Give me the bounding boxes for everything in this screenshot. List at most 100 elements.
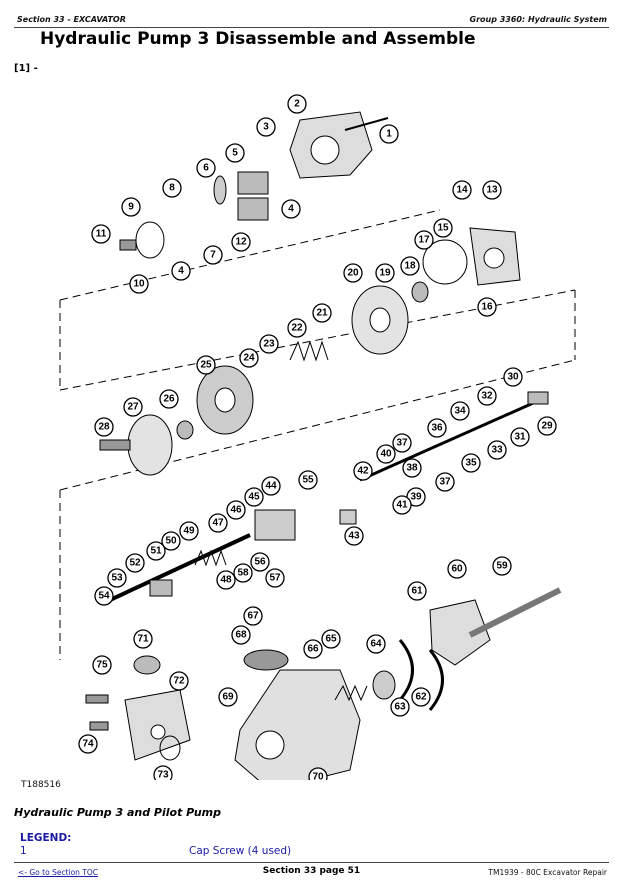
callout-label: 37	[396, 438, 408, 449]
callout-11: 11	[91, 224, 111, 244]
callout-17: 17	[414, 230, 434, 250]
callout-label: 69	[222, 692, 234, 703]
section-toc-link[interactable]: <- Go to Section TOC	[18, 868, 99, 877]
callout-circle	[450, 401, 470, 421]
callout-70: 70	[308, 767, 328, 780]
callout-label: 6	[203, 163, 209, 174]
legend-item-description: Cap Screw (4 used)	[189, 845, 292, 857]
callout-52: 52	[125, 553, 145, 573]
callout-label: 17	[418, 235, 430, 246]
callout-circle	[477, 386, 497, 406]
callout-label: 44	[265, 481, 277, 492]
callout-circle	[287, 318, 307, 338]
callout-circle	[392, 433, 412, 453]
callout-37: 37	[392, 433, 412, 453]
callout-label: 50	[165, 536, 177, 547]
callout-circle	[153, 765, 173, 780]
callout-label: 11	[96, 229, 107, 240]
callout-circle	[129, 274, 149, 294]
callout-27: 27	[123, 397, 143, 417]
callout-circle	[123, 397, 143, 417]
callout-18: 18	[400, 256, 420, 276]
callout-label: 42	[357, 466, 369, 477]
callout-40: 40	[376, 444, 396, 464]
callout-circle	[447, 559, 467, 579]
callout-label: 26	[163, 394, 175, 405]
callout-68: 68	[231, 625, 251, 645]
callout-label: 61	[411, 586, 423, 597]
callout-48: 48	[216, 570, 236, 590]
callout-label: 34	[454, 406, 466, 417]
callout-label: 35	[465, 458, 477, 469]
callout-57: 57	[265, 568, 285, 588]
callout-circle	[216, 570, 236, 590]
callout-label: 8	[169, 183, 175, 194]
callout-label: 1	[386, 129, 392, 140]
callout-label: 60	[451, 564, 463, 575]
callout-circle	[411, 687, 431, 707]
callout-26: 26	[159, 389, 179, 409]
callout-circle	[179, 521, 199, 541]
callout-4: 4	[281, 199, 301, 219]
callout-56: 56	[250, 552, 270, 572]
callout-circle	[133, 629, 153, 649]
callout-label: 5	[232, 148, 238, 159]
callout-label: 56	[254, 557, 266, 568]
callout-circle	[233, 563, 253, 583]
callout-65: 65	[321, 629, 341, 649]
callout-circle	[171, 261, 191, 281]
callout-label: 15	[437, 223, 449, 234]
callout-73: 73	[153, 765, 173, 780]
callout-75: 75	[92, 655, 112, 675]
callout-circle	[91, 224, 111, 244]
callout-circle	[392, 495, 412, 515]
callout-circle	[390, 697, 410, 717]
callout-label: 31	[514, 432, 526, 443]
callout-circle	[503, 367, 523, 387]
callout-circle	[121, 197, 141, 217]
callout-2: 2	[287, 94, 307, 114]
figure-reference: [1] -	[14, 63, 38, 74]
callout-circle	[265, 568, 285, 588]
callout-22: 22	[287, 318, 307, 338]
callout-label: 43	[348, 531, 360, 542]
callout-label: 63	[394, 702, 406, 713]
callout-label: 71	[137, 634, 149, 645]
callout-label: 55	[302, 475, 314, 486]
callout-circle	[107, 568, 127, 588]
callout-label: 30	[507, 372, 519, 383]
callout-3: 3	[256, 117, 276, 137]
callout-circle	[487, 440, 507, 460]
callout-label: 19	[379, 268, 391, 279]
callout-circle	[379, 124, 399, 144]
callout-23: 23	[259, 334, 279, 354]
callout-circle	[482, 180, 502, 200]
callout-label: 72	[173, 676, 185, 687]
callout-label: 7	[210, 250, 216, 261]
callout-label: 47	[212, 518, 224, 529]
callout-15: 15	[433, 218, 453, 238]
callout-circle	[414, 230, 434, 250]
callout-label: 21	[316, 308, 328, 319]
callout-24: 24	[239, 348, 259, 368]
callout-30: 30	[503, 367, 523, 387]
callout-21: 21	[312, 303, 332, 323]
callout-circle	[250, 552, 270, 572]
callout-12: 12	[231, 232, 251, 252]
callout-circle	[261, 476, 281, 496]
callout-label: 20	[347, 268, 359, 279]
callout-53: 53	[107, 568, 127, 588]
callout-circle	[281, 199, 301, 219]
callout-circle	[162, 178, 182, 198]
callout-59: 59	[492, 556, 512, 576]
callout-58: 58	[233, 563, 253, 583]
callout-label: 12	[235, 237, 247, 248]
callout-14: 14	[452, 180, 472, 200]
callout-62: 62	[411, 687, 431, 707]
callout-13: 13	[482, 180, 502, 200]
callout-35: 35	[461, 453, 481, 473]
callout-34: 34	[450, 401, 470, 421]
callout-64: 64	[366, 634, 386, 654]
callout-31: 31	[510, 427, 530, 447]
